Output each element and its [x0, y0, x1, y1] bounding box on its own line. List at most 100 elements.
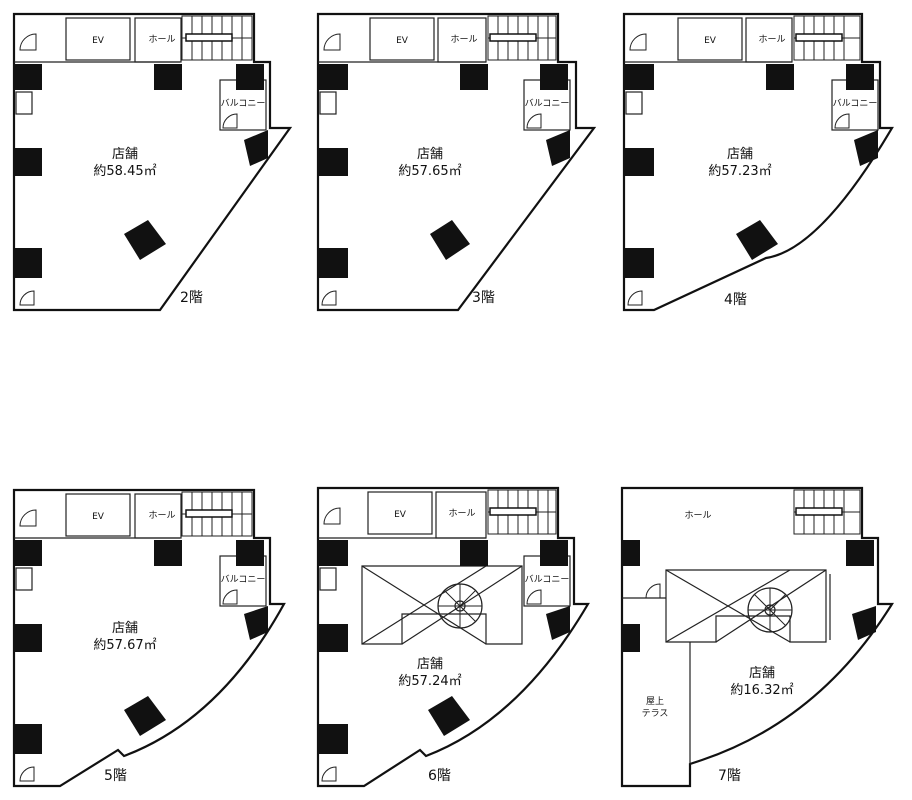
floor-plan-5f: EV ホール バルコニー 店舗 約57.67㎡ 5階 — [12, 488, 286, 788]
pillar — [236, 64, 264, 90]
room-label: 店舗 — [417, 147, 443, 162]
pillar — [318, 540, 348, 566]
pillar — [14, 540, 42, 566]
balcony-label: バルコニー — [525, 98, 570, 109]
balcony-label: バルコニー — [221, 574, 266, 585]
room-label: 店舗 — [112, 147, 138, 162]
pillar — [318, 64, 348, 90]
balcony-label: バルコニー — [525, 574, 570, 585]
floor-plan-6f: EV ホール バルコニー 店舗 約57.24㎡ 6階 — [316, 486, 590, 788]
pillar — [14, 148, 42, 176]
floor-plan-7f: ホール 屋上 テラス 店舗 約16.32㎡ 7階 — [620, 486, 894, 788]
pillar — [428, 696, 470, 736]
pillar — [244, 606, 268, 640]
pillar — [14, 624, 42, 652]
hall-area — [435, 491, 487, 539]
pillar — [546, 130, 570, 166]
elevator-shaft — [369, 17, 435, 61]
pillar — [540, 64, 568, 90]
elevator-label: EV — [92, 36, 105, 46]
stairs — [487, 489, 557, 535]
room-area: 約16.32㎡ — [730, 683, 793, 698]
pillar — [624, 248, 654, 278]
pillar — [14, 248, 42, 278]
spiral-stair — [747, 587, 793, 633]
pillar — [540, 540, 568, 566]
hall-label: ホール — [758, 34, 785, 45]
floor-label: 4階 — [724, 292, 747, 308]
pillar — [124, 696, 166, 736]
hall-label: ホール — [450, 34, 477, 45]
hall-area — [134, 493, 182, 539]
pillar — [154, 540, 182, 566]
elevator-label: EV — [704, 36, 717, 46]
stairs — [793, 15, 861, 61]
roof-terrace-label-line1: 屋上 — [646, 696, 664, 707]
pillar — [622, 540, 640, 566]
spiral-stair — [437, 583, 483, 629]
floor-plan-4f: EV ホール バルコニー 店舗 約57.23㎡ 4階 — [622, 12, 894, 312]
pillar — [854, 130, 878, 166]
hall-label: ホール — [448, 508, 475, 519]
stair-void — [361, 565, 523, 645]
room-area: 約57.67㎡ — [93, 638, 156, 653]
pillar — [124, 220, 166, 260]
elevator-label: EV — [396, 36, 409, 46]
pillar — [14, 64, 42, 90]
floor-plan-3f: EV ホール バルコニー 店舗 約57.65㎡ 3階 — [316, 12, 597, 312]
pillar — [14, 724, 42, 754]
pillar — [460, 540, 488, 566]
stairs — [487, 15, 557, 61]
pillar — [318, 724, 348, 754]
floor-label: 7階 — [718, 768, 741, 784]
room-area: 約57.24㎡ — [398, 674, 461, 689]
hall-label: ホール — [148, 510, 175, 521]
pillar — [624, 64, 654, 90]
pillar — [622, 624, 640, 652]
hall-label: ホール — [148, 34, 175, 45]
pillar — [624, 148, 654, 176]
room-area: 約57.65㎡ — [398, 164, 461, 179]
hall-label: ホール — [684, 510, 711, 521]
pillar — [852, 606, 876, 640]
room-area: 約57.23㎡ — [708, 164, 771, 179]
floor-label: 2階 — [180, 290, 203, 306]
stairs — [181, 15, 253, 61]
pillar — [318, 148, 348, 176]
hall-area — [745, 17, 793, 63]
roof-terrace-label-line2: テラス — [642, 708, 669, 719]
pillar — [736, 220, 778, 260]
balcony-label: バルコニー — [833, 98, 878, 109]
elevator-shaft — [65, 17, 131, 61]
room-label: 店舗 — [417, 657, 443, 672]
pillar — [460, 64, 488, 90]
elevator-shaft — [65, 493, 131, 537]
pillar — [846, 540, 874, 566]
pillar — [154, 64, 182, 90]
pillar — [430, 220, 470, 260]
stairs — [793, 489, 861, 535]
stair-void — [665, 569, 827, 643]
elevator-label: EV — [92, 512, 105, 522]
pillar — [546, 606, 570, 640]
pillar — [766, 64, 794, 90]
floor-label: 5階 — [104, 768, 127, 784]
room-area: 約58.45㎡ — [93, 164, 156, 179]
pillar — [244, 130, 268, 166]
room-label: 店舗 — [749, 666, 775, 681]
hall-area — [437, 17, 487, 63]
balcony-label: バルコニー — [221, 98, 266, 109]
floor-label: 6階 — [428, 768, 451, 784]
pillar — [846, 64, 874, 90]
elevator-shaft — [677, 17, 743, 61]
floor-plan-2f: EV ホール バルコニー 店舗 約58.45㎡ 2階 — [12, 12, 293, 312]
room-label: 店舗 — [112, 621, 138, 636]
stairs — [181, 491, 253, 537]
hall-area — [134, 17, 182, 63]
pillar — [318, 624, 348, 652]
room-label: 店舗 — [727, 147, 753, 162]
floor-label: 3階 — [472, 290, 495, 306]
pillar — [236, 540, 264, 566]
pillar — [318, 248, 348, 278]
